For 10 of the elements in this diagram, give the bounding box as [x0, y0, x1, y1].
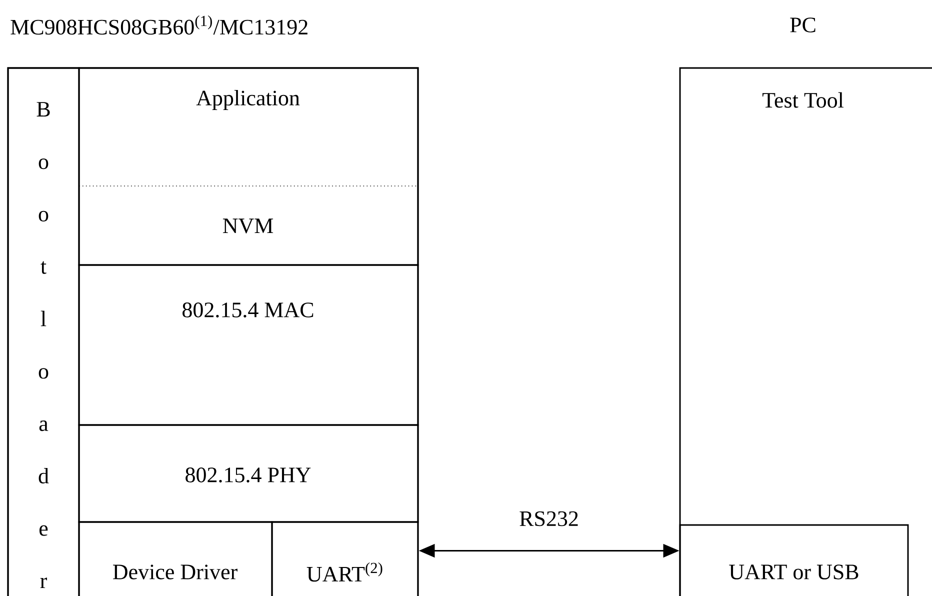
bootloader-column: B o o t l o a d e r	[7, 67, 80, 596]
layer-box: Device Driver	[78, 521, 273, 596]
layer-box: UART$^{(2)}$	[271, 521, 419, 596]
node-label: MC908HCS08GB60$^{(1)}$/MC13192	[10, 15, 308, 35]
layer-box: 802.15.4 PHY	[78, 424, 419, 523]
layer-box: 802.15.4 MAC	[78, 264, 419, 426]
layer-box: NVM	[78, 186, 419, 266]
edge-label: RS232	[520, 511, 578, 526]
layer-box: Application	[78, 67, 419, 186]
layer-box: UART or USB	[679, 524, 909, 596]
